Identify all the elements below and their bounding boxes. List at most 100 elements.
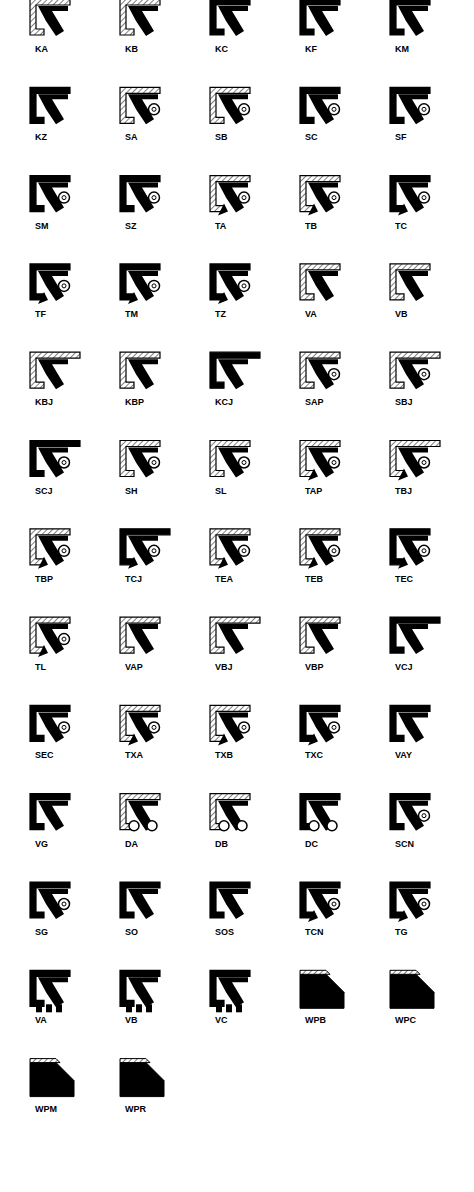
seal-profile: [300, 352, 340, 389]
seal-profile: [30, 882, 70, 919]
seal-profile: [300, 882, 340, 922]
seal-code: SC: [305, 133, 318, 142]
seal-code: SCN: [395, 840, 414, 849]
seal-profile: [300, 0, 340, 36]
seal-profile: [210, 87, 250, 124]
seal-code: VAP: [125, 663, 143, 672]
seal-code: DA: [125, 840, 138, 849]
seal-profile: [300, 705, 340, 745]
seal-profile: [210, 529, 250, 569]
seal-profile: [390, 264, 430, 301]
seal-profile: [210, 794, 250, 831]
seal-profile: [120, 882, 160, 919]
seal-profile: [300, 87, 340, 124]
seal-profile: [30, 441, 80, 478]
seal-profile: [30, 970, 70, 1012]
seal-profile: [120, 794, 160, 831]
seal-code: SAP: [305, 398, 324, 407]
seal-profile: [300, 970, 344, 1008]
seal-code: SG: [35, 928, 48, 937]
seal-code: SO: [125, 928, 138, 937]
seal-code: SH: [125, 487, 138, 496]
seal-code: TZ: [215, 310, 226, 319]
seal-code: SOS: [215, 928, 234, 937]
seal-profile: [390, 617, 440, 654]
seal-code: KZ: [35, 133, 47, 142]
seal-profile: [30, 617, 70, 657]
seal-code: SB: [215, 133, 228, 142]
seal-code: TF: [35, 310, 46, 319]
seal-profile: [210, 970, 250, 1012]
seal-code: TCN: [305, 928, 324, 937]
seal-code: TL: [35, 663, 46, 672]
seal-profile: [300, 441, 340, 481]
seal-code: WPM: [35, 1105, 57, 1114]
seal-code: WPC: [395, 1016, 416, 1025]
seal-profile: [390, 176, 430, 216]
seal-profile: [390, 794, 430, 831]
seal-profile: [30, 264, 70, 304]
seal-code: KBJ: [35, 398, 53, 407]
seal-code: VB: [395, 310, 408, 319]
seal-profile: [390, 352, 440, 389]
seal-profile: [390, 0, 430, 36]
seal-code: TEC: [395, 575, 413, 584]
seal-code: VB: [125, 1016, 138, 1025]
seal-profile: [120, 1059, 164, 1097]
seal-code: VCJ: [395, 663, 413, 672]
seal-profile: [300, 264, 340, 301]
seal-code: SL: [215, 487, 227, 496]
seal-code: TAP: [305, 487, 322, 496]
seal-code: WPR: [125, 1105, 146, 1114]
seal-profile: [390, 87, 430, 124]
seal-code: SBJ: [395, 398, 413, 407]
seal-code: WPB: [305, 1016, 326, 1025]
seal-profile: [210, 617, 260, 654]
seal-profile: [210, 882, 250, 919]
seal-code: TB: [305, 222, 317, 231]
seal-profile: [120, 705, 160, 745]
seal-profile: [120, 87, 160, 124]
seal-code: TXB: [215, 751, 233, 760]
seal-profile: [210, 441, 250, 478]
seal-code: SEC: [35, 751, 54, 760]
seal-code: KC: [215, 45, 228, 54]
seal-code: SM: [35, 222, 49, 231]
seal-code: TEA: [215, 575, 233, 584]
seal-code: TCJ: [125, 575, 142, 584]
seal-code: SZ: [125, 222, 137, 231]
seal-code: VAY: [395, 751, 412, 760]
seal-code: VG: [35, 840, 48, 849]
seal-profile: [120, 0, 160, 36]
seal-profile: [30, 87, 70, 124]
seal-profile: [390, 705, 430, 742]
seal-code: TXC: [305, 751, 323, 760]
seal-profile: [300, 176, 340, 216]
seal-code: TXA: [125, 751, 143, 760]
seal-profile: [390, 441, 440, 481]
seal-code: SCJ: [35, 487, 53, 496]
seal-profile: [120, 176, 160, 213]
seal-profile: [390, 970, 434, 1008]
seal-code: TC: [395, 222, 407, 231]
seal-profile: [120, 617, 160, 654]
seal-code: KA: [35, 45, 48, 54]
seal-profile: [30, 794, 70, 831]
seal-code: VBP: [305, 663, 324, 672]
seal-code: TM: [125, 310, 138, 319]
seal-code: TBP: [35, 575, 53, 584]
seal-code: KB: [125, 45, 138, 54]
seal-code: DC: [305, 840, 318, 849]
seal-code: SA: [125, 133, 138, 142]
seal-profile: [120, 264, 160, 304]
seal-profile: [300, 617, 340, 654]
seal-profile: [210, 352, 260, 389]
seal-code: VC: [215, 1016, 228, 1025]
seal-code: SF: [395, 133, 407, 142]
seal-code: TBJ: [395, 487, 412, 496]
seal-profile: [120, 441, 160, 478]
seal-profile: [120, 529, 170, 569]
seal-code: KCJ: [215, 398, 233, 407]
seal-code: TEB: [305, 575, 323, 584]
